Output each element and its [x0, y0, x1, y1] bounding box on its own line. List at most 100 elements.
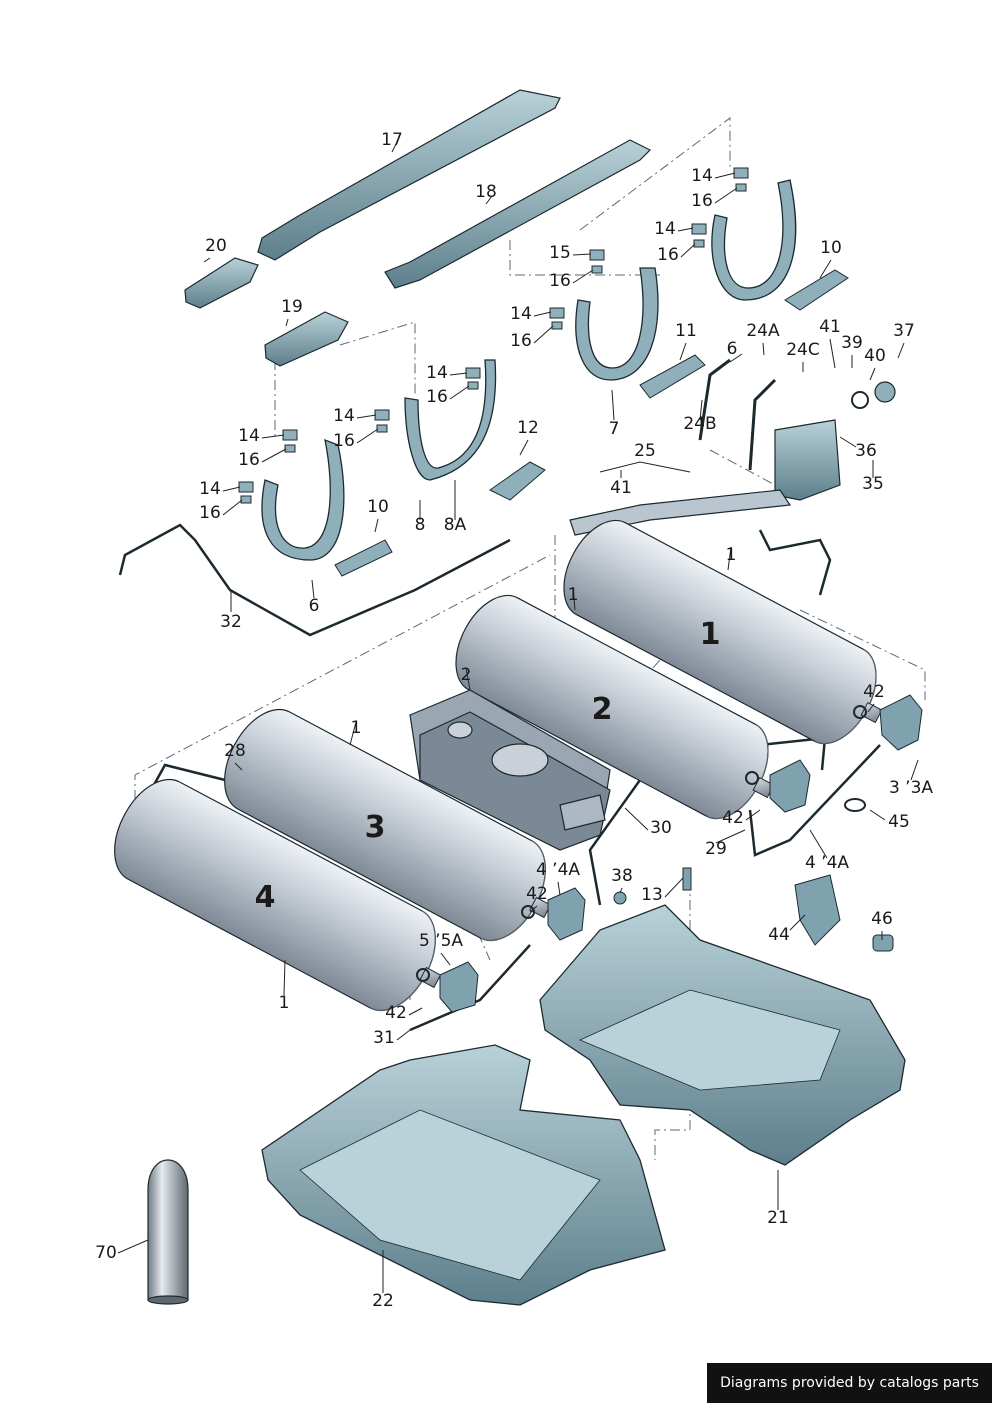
callout-label: 37	[893, 321, 915, 341]
callout-label: 10	[820, 238, 842, 258]
leader-line	[311, 579, 315, 599]
callout-label: 44	[768, 925, 790, 945]
callout-label: 24A	[746, 321, 780, 341]
leader-line	[203, 257, 211, 263]
callout-label: 28	[224, 741, 246, 761]
leader-line	[715, 829, 746, 844]
leader-line	[572, 269, 594, 284]
callout-label: 31	[373, 1028, 395, 1048]
callout-label: 14	[199, 479, 221, 499]
callout-label: 12	[517, 418, 539, 438]
callout-label: 14	[691, 166, 713, 186]
callout-label: 14	[333, 406, 355, 426]
callout-label: 21	[767, 1208, 789, 1228]
callout-label: 17	[381, 130, 403, 150]
underbody-shields	[261, 904, 906, 1306]
leader-line	[910, 759, 919, 781]
leader-line	[449, 372, 468, 376]
callout-label: 22	[372, 1291, 394, 1311]
callout-label: 70	[95, 1243, 117, 1263]
callout-label: 16	[238, 450, 260, 470]
bracket-19	[264, 311, 349, 367]
callout-label: 16	[333, 431, 355, 451]
tank-4	[114, 778, 442, 1012]
leader-line	[664, 877, 684, 898]
leader-line	[222, 486, 241, 492]
callout-label: 1	[568, 585, 579, 605]
callout-label: 6	[727, 339, 738, 359]
leader-line	[714, 187, 738, 204]
callout-label: 6	[309, 596, 320, 616]
tank-1	[563, 519, 883, 745]
line-32	[118, 523, 511, 637]
valve-5-5a	[439, 961, 479, 1013]
tank-neck	[419, 966, 442, 989]
callout-label: 16	[510, 331, 532, 351]
leader-line	[356, 428, 379, 444]
bolt-13	[682, 867, 692, 891]
callout-label: 4 ’4A	[805, 853, 849, 873]
leader-line	[408, 1007, 423, 1016]
callout-label: 36	[855, 441, 877, 461]
leader-line	[356, 414, 377, 419]
callout-label: 4 ’4A	[536, 860, 580, 880]
leader-line	[349, 721, 357, 746]
leader-line	[465, 667, 471, 691]
callout-label: 19	[281, 297, 303, 317]
leader-line	[285, 318, 289, 327]
leader-line	[680, 243, 696, 258]
callout-label: 16	[426, 387, 448, 407]
leader-line	[762, 342, 765, 356]
callout-label: 5 ’5A	[419, 931, 463, 951]
leader-lines	[117, 139, 919, 1293]
leader-line	[679, 342, 687, 361]
leader-line	[789, 914, 806, 931]
leader-line	[819, 259, 832, 279]
leader-line	[869, 809, 886, 821]
callout-label: 14	[238, 426, 260, 446]
leader-line	[261, 434, 285, 439]
leader-line	[745, 809, 761, 821]
callout-label: 7	[609, 419, 620, 439]
clamp-45	[844, 798, 866, 812]
leader-line	[283, 959, 286, 996]
leader-line	[485, 195, 493, 205]
strap-center-8	[404, 359, 497, 481]
pipe-24b	[698, 358, 731, 441]
leader-line	[396, 1029, 411, 1041]
leader-line	[897, 342, 905, 359]
callout-label: 35	[862, 474, 884, 494]
leader-line	[391, 139, 399, 153]
leader-line	[533, 325, 554, 344]
callout-label: 40	[864, 346, 886, 366]
leader-line	[529, 905, 538, 913]
callout-label: 8	[415, 515, 426, 535]
leader-line	[839, 436, 857, 448]
callout-label: 14	[654, 219, 676, 239]
line-upper-right	[758, 529, 832, 596]
leader-line	[572, 253, 592, 256]
callout-label: 45	[888, 812, 910, 832]
leader-line	[829, 338, 836, 369]
callout-label: 16	[549, 271, 571, 291]
leader-line	[699, 399, 703, 421]
callout-label: 14	[426, 363, 448, 383]
tank-label: 1	[700, 617, 721, 652]
tank-label: 3	[365, 810, 386, 845]
callout-label: 16	[199, 503, 221, 523]
callout-label: 42	[863, 682, 885, 702]
callout-label: 18	[475, 182, 497, 202]
leader-line	[599, 461, 691, 473]
strap-left-6	[261, 438, 345, 561]
callout-label: 3 ’3A	[889, 778, 933, 798]
leader-line	[869, 367, 876, 381]
strap-7	[575, 267, 659, 381]
leader-line	[619, 887, 623, 894]
callout-label: 8A	[444, 515, 467, 535]
callout-label: 1	[279, 993, 290, 1013]
leader-line	[222, 499, 243, 516]
footer-credit: Diagrams provided by catalogs parts	[707, 1363, 992, 1403]
